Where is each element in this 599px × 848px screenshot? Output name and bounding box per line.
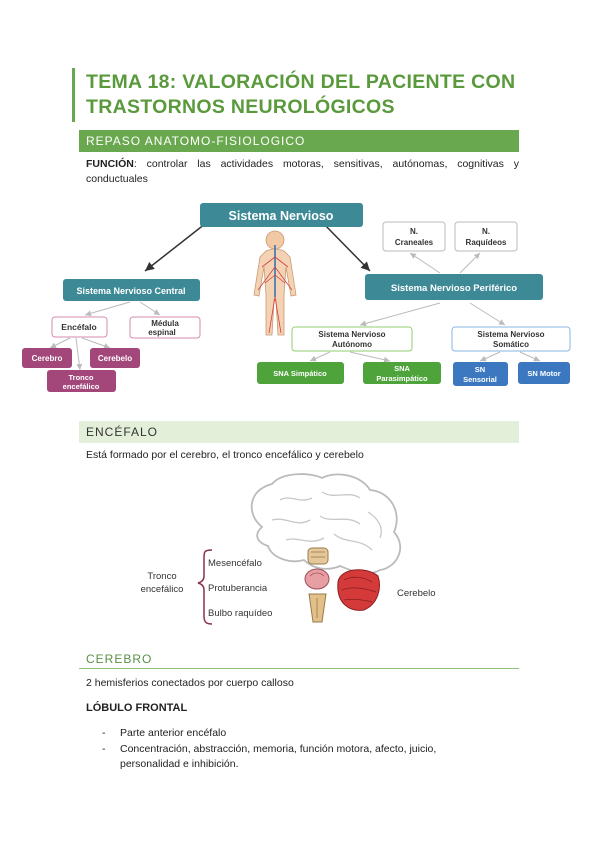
svg-text:N.: N. (482, 227, 490, 236)
list-item: Parte anterior encéfalo (98, 726, 478, 741)
svg-text:encefálico: encefálico (63, 382, 100, 391)
svg-text:Encéfalo: Encéfalo (61, 322, 96, 332)
node-sna-parasimpatico: SNA Parasimpático (363, 362, 441, 384)
svg-text:Craneales: Craneales (395, 238, 434, 247)
svg-text:SN: SN (475, 365, 485, 374)
svg-text:Cerebelo: Cerebelo (98, 354, 132, 363)
section-heading-encefalo: ENCÉFALO (79, 421, 519, 443)
bulbo-label: Bulbo raquídeo (208, 608, 272, 619)
svg-text:Raquídeos: Raquídeos (466, 238, 507, 247)
node-sn-motor: SN Motor (518, 362, 570, 384)
svg-text:Somático: Somático (493, 340, 529, 349)
node-nervios-raquideos: N. Raquídeos (454, 221, 518, 252)
section-heading-repaso: REPASO ANATOMO-FISIOLOGICO (79, 130, 519, 152)
svg-text:SN Motor: SN Motor (527, 369, 560, 378)
node-cerebro: Cerebro (22, 348, 72, 368)
label-snc: Sistema Nervioso Central (76, 286, 185, 296)
node-sn-sensorial: SN Sensorial (453, 362, 508, 386)
title-line-2: TRASTORNOS NEUROLÓGICOS (86, 96, 395, 118)
svg-text:Médula: Médula (151, 319, 179, 328)
svg-text:espinal: espinal (148, 328, 176, 337)
protuberancia-shape (304, 568, 330, 590)
funcion-paragraph: FUNCIÓN: controlar las actividades motor… (86, 157, 519, 187)
node-snc: Sistema Nervioso Central (63, 279, 200, 301)
svg-text:Cerebro: Cerebro (32, 354, 63, 363)
node-medula: Médula espinal (129, 316, 201, 339)
brain-diagram: Tronco encefálico Mesencéfalo Protuberan… (141, 473, 436, 625)
node-tronco: Tronco encefálico (47, 370, 116, 392)
brain-illustration (250, 473, 401, 575)
svg-text:Tronco: Tronco (68, 373, 93, 382)
cerebelo-shape (337, 569, 380, 611)
bulbo-shape (308, 593, 327, 623)
diagram-connectors (49, 219, 541, 371)
node-cerebelo: Cerebelo (90, 348, 140, 368)
mesencefalo-label: Mesencéfalo (208, 558, 262, 569)
human-nervous-system-figure (253, 230, 297, 336)
node-nervios-craneales: N. Craneales (382, 221, 446, 252)
funcion-label: FUNCIÓN (86, 158, 134, 170)
tronco-bracket (197, 549, 213, 625)
funcion-text: : controlar las actividades motoras, sen… (86, 158, 519, 185)
tronco-label-1: Tronco (147, 571, 176, 582)
svg-text:Autónomo: Autónomo (332, 340, 372, 349)
svg-text:Parasimpático: Parasimpático (376, 374, 428, 383)
page-title: TEMA 18: VALORACIÓN DEL PACIENTE CON TRA… (86, 70, 546, 120)
title-accent-bar (72, 68, 75, 122)
node-sistema-nervioso: Sistema Nervioso (200, 203, 363, 227)
cerebelo-label: Cerebelo (397, 588, 436, 599)
encefalo-text: Está formado por el cerebro, el tronco e… (86, 449, 364, 461)
list-item: Concentración, abstracción, memoria, fun… (98, 742, 478, 772)
label-snp: Sistema Nervioso Periférico (391, 283, 517, 294)
svg-text:SNA Simpático: SNA Simpático (273, 369, 327, 378)
nervous-system-diagram: Sistema Nervioso Sistema Nervioso Centra… (22, 203, 571, 392)
svg-text:SNA: SNA (394, 364, 410, 373)
label-sistema-nervioso: Sistema Nervioso (229, 209, 334, 223)
lobulo-frontal-list: Parte anterior encéfalo Concentración, a… (98, 726, 478, 773)
section-heading-cerebro: CEREBRO (79, 652, 519, 669)
node-somatico: Sistema Nervioso Somático (451, 326, 571, 352)
svg-text:Sistema Nervioso: Sistema Nervioso (477, 330, 544, 339)
tronco-label-2: encefálico (141, 584, 184, 595)
title-line-1: TEMA 18: VALORACIÓN DEL PACIENTE CON (86, 71, 516, 93)
svg-text:Sensorial: Sensorial (463, 375, 497, 384)
svg-text:N.: N. (410, 227, 418, 236)
cerebro-text: 2 hemisferios conectados por cuerpo call… (86, 677, 294, 689)
node-snp: Sistema Nervioso Periférico (365, 274, 543, 300)
protuberancia-label: Protuberancia (208, 583, 268, 594)
svg-text:Sistema Nervioso: Sistema Nervioso (318, 330, 385, 339)
node-autonomo: Sistema Nervioso Autónomo (291, 326, 413, 352)
mesencefalo-shape (307, 547, 329, 565)
node-sna-simpatico: SNA Simpático (257, 362, 344, 384)
node-encefalo: Encéfalo (51, 316, 108, 338)
lobulo-frontal-heading: LÓBULO FRONTAL (86, 702, 188, 714)
